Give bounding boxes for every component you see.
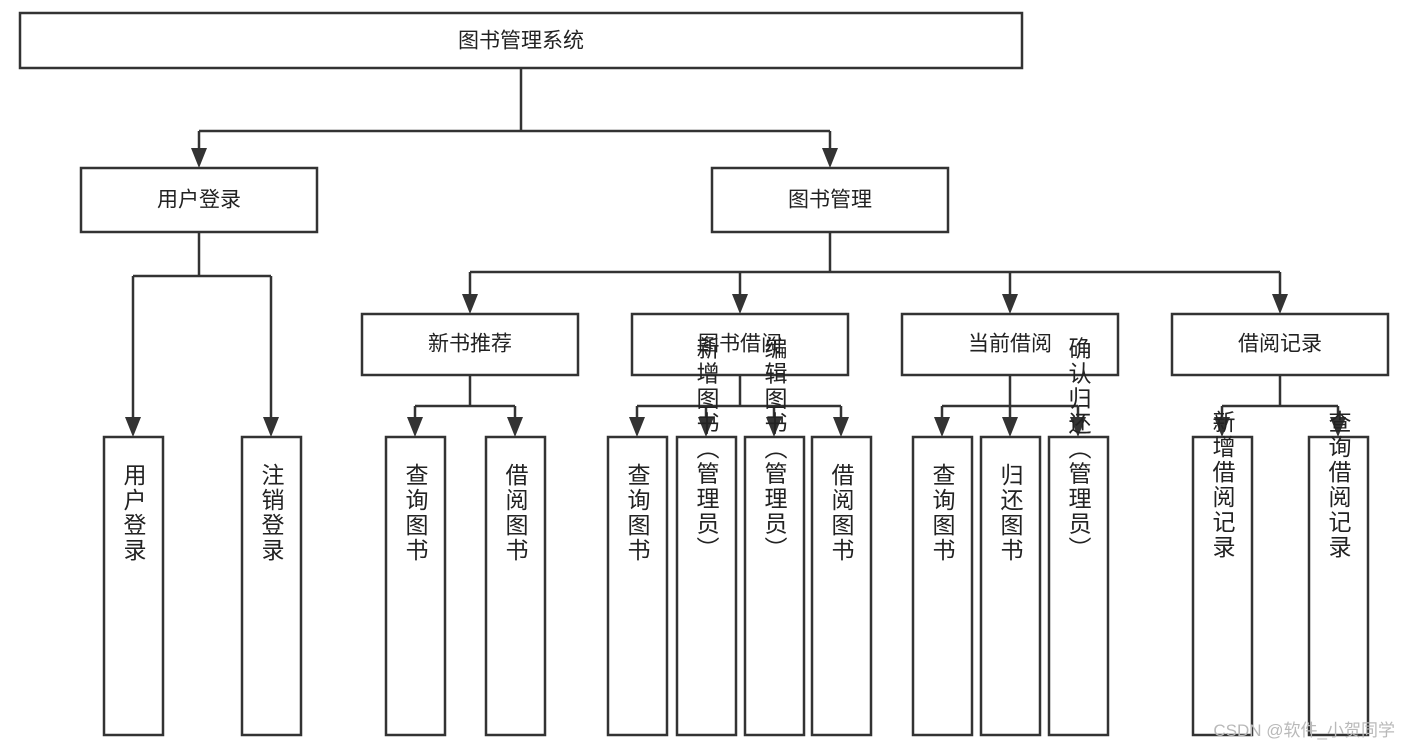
connector-book-manage-bus xyxy=(468,232,1282,300)
arrowhead-leaf-user-login xyxy=(125,417,141,437)
arrowhead-leaf-borrow-book-1 xyxy=(507,417,523,437)
node-leaf-query-book-3-box[interactable] xyxy=(911,435,974,737)
node-new-book-rec-label: 新书推荐 xyxy=(428,333,512,356)
node-leaf-return-book-label: 归还图书 xyxy=(997,463,1024,563)
node-new-book-rec-box[interactable] xyxy=(360,312,580,377)
arrowhead-leaf-user-logout xyxy=(263,417,279,437)
node-leaf-borrow-book-2-box[interactable] xyxy=(810,435,873,737)
connector-root-bus xyxy=(197,68,832,154)
node-leaf-borrow-book-1-label: 借阅图书 xyxy=(502,463,529,563)
node-borrow-record[interactable]: 借阅记录 xyxy=(1170,312,1390,377)
node-user-login-label: 用户登录 xyxy=(157,189,241,212)
node-user-login-box[interactable] xyxy=(79,166,319,234)
node-current-borrow-box[interactable] xyxy=(900,312,1120,377)
node-root-label: 图书管理系统 xyxy=(458,30,584,53)
node-leaf-query-book-1-box[interactable] xyxy=(384,435,447,737)
node-book-borrow-label: 图书借阅 xyxy=(698,333,782,356)
arrowhead-to-current-borrow xyxy=(1002,294,1018,314)
node-new-book-rec[interactable]: 新书推荐 xyxy=(360,312,580,377)
node-root-box[interactable] xyxy=(18,11,1024,70)
arrowhead-leaf-edit-book xyxy=(766,417,782,437)
node-leaf-user-login-label: 用户登录 xyxy=(120,463,147,563)
node-root[interactable]: 图书管理系统 xyxy=(18,11,1024,70)
node-book-manage-label: 图书管理 xyxy=(788,189,872,212)
node-leaf-query-book-2-label: 查询图书 xyxy=(624,463,651,563)
node-leaf-add-record-label: 新增借阅记录 xyxy=(1209,410,1236,560)
node-leaf-query-record-box[interactable] xyxy=(1307,435,1370,737)
arrowhead-leaf-query-book-1 xyxy=(407,417,423,437)
node-book-manage-box[interactable] xyxy=(710,166,950,234)
node-leaf-user-login-box[interactable] xyxy=(102,435,165,737)
node-borrow-record-label: 借阅记录 xyxy=(1238,333,1322,356)
arrowhead-leaf-add-record xyxy=(1214,417,1230,437)
node-leaf-user-logout[interactable]: 注销登录 xyxy=(240,435,303,737)
node-leaf-query-record-label: 查询借阅记录 xyxy=(1325,410,1352,560)
node-leaf-confirm-return-box[interactable] xyxy=(1047,435,1110,737)
arrowhead-leaf-query-book-2 xyxy=(629,417,645,437)
connector-layer xyxy=(125,68,1346,437)
arrowhead-leaf-borrow-book-2 xyxy=(833,417,849,437)
node-current-borrow-label: 当前借阅 xyxy=(968,333,1052,356)
node-user-login[interactable]: 用户登录 xyxy=(79,166,319,234)
node-leaf-add-record[interactable]: 新增借阅记录 xyxy=(1191,410,1254,737)
node-leaf-user-logout-box[interactable] xyxy=(240,435,303,737)
node-leaf-query-book-1[interactable]: 查询图书 xyxy=(384,435,447,737)
connector-borrow-record-bus xyxy=(1220,375,1340,423)
node-leaf-add-book-box[interactable] xyxy=(675,435,738,737)
node-leaf-add-book-label: 新增图书（管理员） xyxy=(693,337,720,562)
node-leaf-query-record[interactable]: 查询借阅记录 xyxy=(1307,410,1370,737)
arrowhead-to-new-book-rec xyxy=(462,294,478,314)
arrowhead-to-borrow-record xyxy=(1272,294,1288,314)
node-borrow-record-box[interactable] xyxy=(1170,312,1390,377)
connector-book-borrow-bus xyxy=(635,375,843,423)
node-leaf-query-book-2-box[interactable] xyxy=(606,435,669,737)
node-leaf-return-book-box[interactable] xyxy=(979,435,1042,737)
node-leaf-edit-book-label: 编辑图书（管理员） xyxy=(761,337,788,562)
node-book-manage[interactable]: 图书管理 xyxy=(710,166,950,234)
node-leaf-confirm-return[interactable]: 确认归还（管理员） xyxy=(1047,337,1110,737)
node-leaf-borrow-book-1[interactable]: 借阅图书 xyxy=(484,435,547,737)
node-leaf-borrow-book-2-label: 借阅图书 xyxy=(828,463,855,563)
arrowhead-leaf-return-book xyxy=(1002,417,1018,437)
node-leaf-confirm-return-label: 确认归还（管理员） xyxy=(1065,337,1092,562)
node-leaf-borrow-book-2[interactable]: 借阅图书 xyxy=(810,435,873,737)
arrowhead-leaf-add-book xyxy=(698,417,714,437)
node-book-borrow[interactable]: 图书借阅 xyxy=(630,312,850,377)
node-leaf-user-logout-label: 注销登录 xyxy=(258,463,285,563)
arrowhead-leaf-confirm-return xyxy=(1070,417,1086,437)
arrowhead-to-book-manage xyxy=(822,148,838,168)
node-current-borrow[interactable]: 当前借阅 xyxy=(900,312,1120,377)
connector-user-login-bus xyxy=(131,232,273,423)
node-book-borrow-box[interactable] xyxy=(630,312,850,377)
node-leaf-edit-book[interactable]: 编辑图书（管理员） xyxy=(743,337,806,737)
node-leaf-return-book[interactable]: 归还图书 xyxy=(979,435,1042,737)
connector-new-book-rec-bus xyxy=(413,375,517,423)
arrowhead-leaf-query-record xyxy=(1330,417,1346,437)
node-leaf-edit-book-box[interactable] xyxy=(743,435,806,737)
arrowhead-leaf-query-book-3 xyxy=(934,417,950,437)
node-leaf-add-book[interactable]: 新增图书（管理员） xyxy=(675,337,738,737)
connector-current-borrow-bus xyxy=(940,375,1080,423)
node-leaf-add-record-box[interactable] xyxy=(1191,435,1254,737)
node-leaf-query-book-1-label: 查询图书 xyxy=(402,463,429,563)
node-leaf-query-book-2[interactable]: 查询图书 xyxy=(606,435,669,737)
arrowhead-to-book-borrow xyxy=(732,294,748,314)
node-leaf-query-book-3-label: 查询图书 xyxy=(929,463,956,563)
node-leaf-user-login[interactable]: 用户登录 xyxy=(102,435,165,737)
node-leaf-borrow-book-1-box[interactable] xyxy=(484,435,547,737)
node-leaf-query-book-3[interactable]: 查询图书 xyxy=(911,435,974,737)
arrowhead-to-user-login xyxy=(191,148,207,168)
